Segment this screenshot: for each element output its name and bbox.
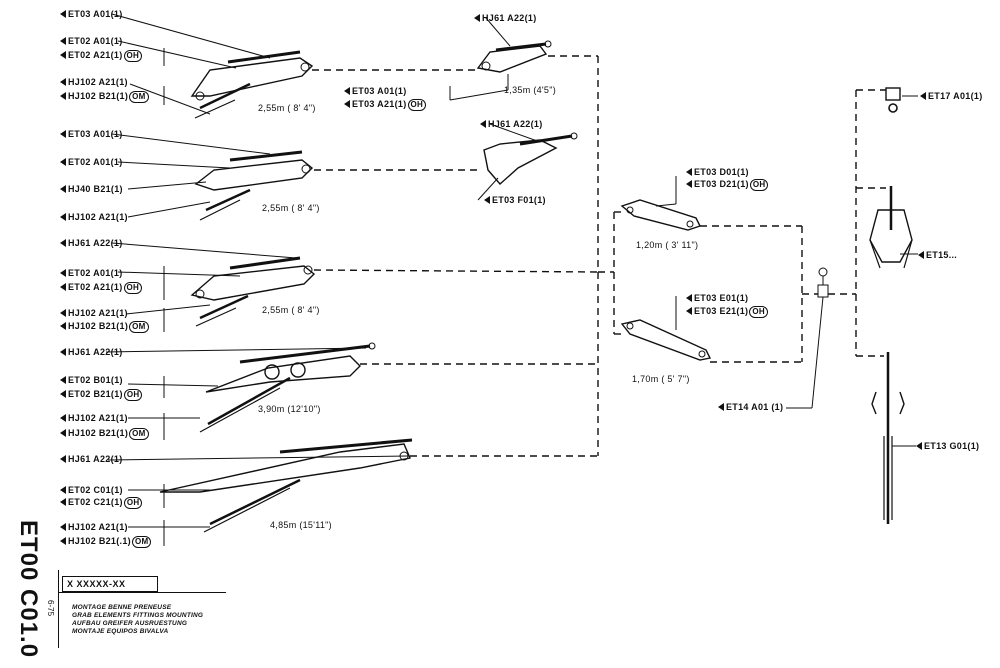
dimension-label: 3,90m (12'10") [258, 404, 321, 414]
oh-badge: OH [123, 50, 143, 62]
part-label: HJ102 B21(1)OM [60, 321, 149, 333]
part-label: HJ61 A22(1) [474, 13, 537, 24]
part-label: ET17 A01(1) [920, 91, 983, 102]
part-label: ET03 E21(1)OH [686, 306, 768, 318]
part-label: ET03 F01(1) [484, 195, 546, 206]
oh-badge: OH [123, 389, 143, 401]
part-label: ET02 C01(1) [60, 485, 123, 496]
part-label: ET15... [918, 250, 957, 261]
part-label: ET02 A01(1) [60, 36, 123, 47]
part-label: HJ102 B21(1)OM [60, 428, 149, 440]
title-spanish: MONTAJE EQUIPOS BIVALVA [72, 628, 169, 635]
part-label: ET03 A01(1) [60, 129, 123, 140]
dimension-label: 1,70m ( 5' 7") [632, 374, 690, 384]
om-badge: OM [129, 428, 149, 440]
title-english: GRAB ELEMENTS FITTINGS MOUNTING [72, 612, 204, 619]
title-german: AUFBAU GREIFER AUSRUESTUNG [72, 620, 188, 627]
dimension-label: 2,55m ( 8' 4") [262, 203, 320, 213]
part-label: ET02 B21(1)OH [60, 389, 143, 401]
dimension-label: 2,55m ( 8' 4") [258, 103, 316, 113]
part-label: HJ102 A21(1) [60, 522, 128, 533]
part-label: HJ61 A22(1) [60, 347, 123, 358]
date-code: 6-75 [46, 600, 55, 617]
om-badge: OM [131, 536, 152, 548]
part-label: HJ102 A21(1) [60, 212, 128, 223]
part-label: HJ102 B21(1)OM [60, 91, 149, 103]
part-label: ET03 A01(1) [344, 86, 407, 97]
part-label: ET02 A21(1)OH [60, 282, 143, 294]
part-label: HJ61 A22(1) [60, 238, 123, 249]
oh-badge: OH [749, 306, 768, 318]
part-label: HJ61 A22(1) [60, 454, 123, 465]
dimension-label: 1,35m (4'5") [504, 85, 557, 95]
part-label: ET02 B01(1) [60, 375, 123, 386]
part-label: ET03 A01(1) [60, 9, 123, 20]
part-label: ET03 A21(1)OH [344, 99, 427, 111]
title-french: MONTAGE BENNE PRENEUSE [72, 604, 172, 611]
part-label: ET02 A21(1)OH [60, 50, 143, 62]
part-label: ET13 G01(1) [916, 441, 979, 452]
om-badge: OM [129, 321, 149, 333]
dimension-label: 2,55m ( 8' 4") [262, 305, 320, 315]
oh-badge: OH [123, 497, 143, 509]
part-label: ET14 A01 (1) [718, 402, 783, 413]
part-label: ET03 D01(1) [686, 167, 749, 178]
oh-badge: OH [749, 179, 769, 191]
part-label: HJ61 A22(1) [480, 119, 543, 130]
part-label: ET03 E01(1) [686, 293, 748, 304]
part-label: HJ102 A21(1) [60, 77, 128, 88]
part-label: ET02 A01(1) [60, 157, 123, 168]
dimension-label: 4,85m (15'11") [270, 520, 332, 530]
oh-badge: OH [407, 99, 427, 111]
part-label: HJ40 B21(1) [60, 184, 123, 195]
sheet-code: ET00 C01.0 [15, 520, 42, 659]
part-label: HJ102 A21(1) [60, 413, 128, 424]
part-label: HJ102 A21(1) [60, 308, 128, 319]
part-label: ET03 D21(1)OH [686, 179, 769, 191]
oh-badge: OH [123, 282, 143, 294]
part-label: HJ102 B21(.1)OM [60, 536, 152, 548]
om-badge: OM [129, 91, 149, 103]
part-label: ET02 A01(1) [60, 268, 123, 279]
part-label: ET02 C21(1)OH [60, 497, 143, 509]
dimension-label: 1,20m ( 3' 11") [636, 240, 699, 250]
title-block: X XXXXX-XX MONTAGE BENNE PRENEUSE GRAB E… [58, 570, 226, 648]
reference-number: X XXXXX-XX [62, 576, 158, 592]
